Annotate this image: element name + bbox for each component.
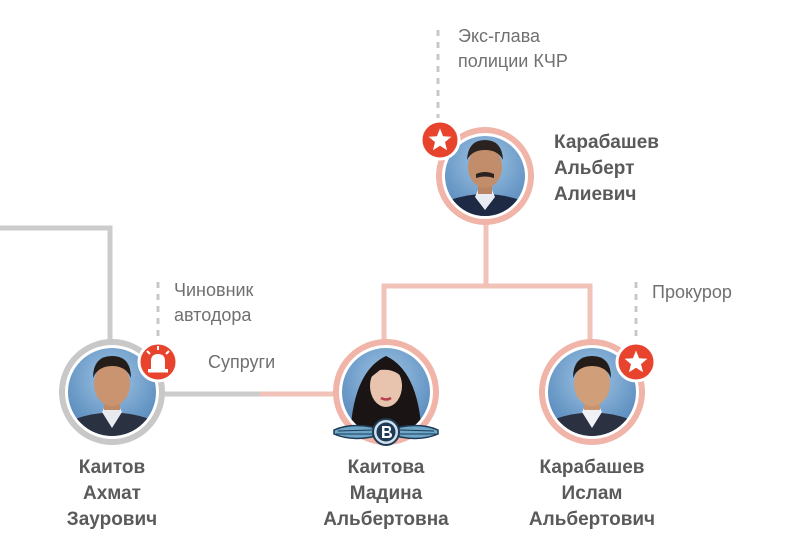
spouses-label: Супруги (208, 352, 276, 372)
siren-icon (146, 346, 170, 373)
name-line: Ислам (561, 483, 623, 504)
name-line: Альбертович (528, 509, 656, 530)
connector-left-to-kaitov (0, 225, 113, 348)
name-line: Альберт (554, 158, 635, 179)
portrait-kaitova (333, 339, 439, 445)
portrait-karabashev-albert (436, 127, 534, 225)
star-icon (624, 350, 648, 373)
role-karabashev-albert: Экс-глава полиции КЧР (458, 24, 568, 74)
role-line: Экс-глава (458, 26, 541, 46)
name-karabashev-islam: Карабашев Ислам Альбертович (512, 455, 672, 533)
role-line: полиции КЧР (458, 51, 568, 71)
connector-children-bar (381, 283, 593, 346)
name-line: Алиевич (554, 184, 637, 205)
name-line: Каитов (78, 457, 146, 478)
star-badge-albert (419, 119, 461, 161)
name-kaitova: Каитова Мадина Альбертовна (306, 455, 466, 533)
role-karabashev-islam: Прокурор (652, 280, 732, 305)
family-tree-lines (381, 224, 593, 346)
bentley-logo (333, 418, 439, 446)
name-line: Альбертовна (323, 509, 449, 530)
role-kaitov: Чиновник автодора (174, 278, 253, 328)
name-line: Мадина (349, 483, 423, 504)
name-line: Ахмат (83, 483, 141, 504)
siren-badge-kaitov (137, 341, 179, 383)
role-line: Чиновник (174, 280, 254, 300)
role-leader-lines (156, 30, 638, 336)
name-kaitov: Каитов Ахмат Заурович (42, 455, 182, 533)
star-badge-islam (615, 341, 657, 383)
star-icon (428, 128, 452, 151)
role-line: Прокурор (652, 282, 732, 302)
name-line: Заурович (66, 509, 158, 530)
name-line: Карабашев (539, 457, 645, 478)
name-karabashev-albert: Карабашев Альберт Алиевич (554, 130, 659, 208)
name-line: Каитова (347, 457, 425, 478)
role-line: автодора (174, 305, 252, 325)
name-line: Карабашев (554, 132, 659, 153)
